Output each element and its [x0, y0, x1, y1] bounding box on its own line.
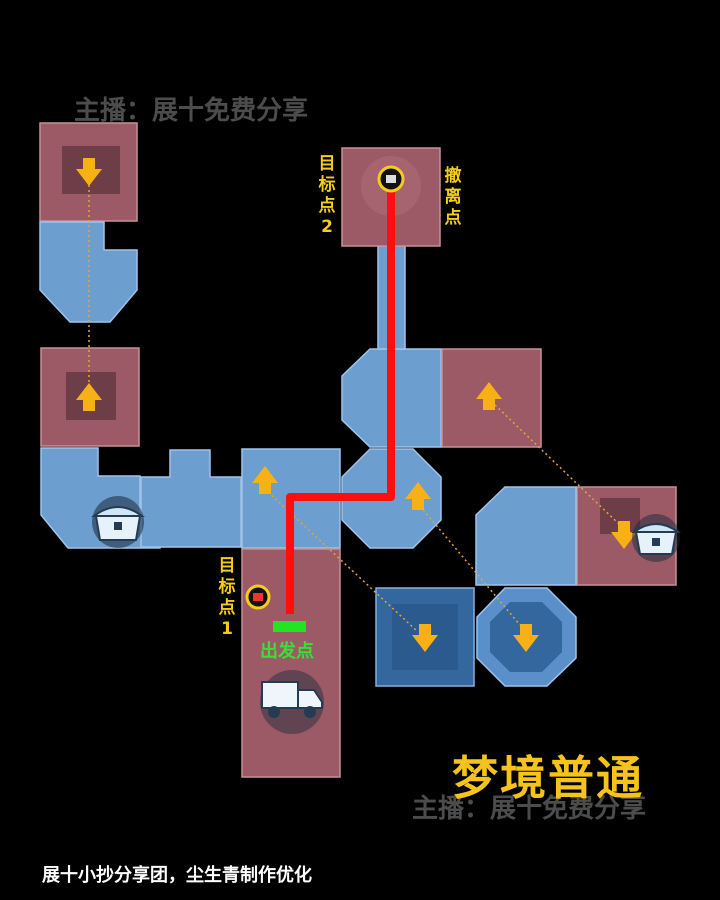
rooms — [39, 122, 677, 778]
guide-lines — [88, 180, 621, 633]
room-connector — [140, 449, 242, 548]
label-start: 出发点 — [260, 641, 314, 662]
treasure-chest-icon — [630, 514, 682, 562]
watermark-bottom: 主播：展十免费分享 — [412, 794, 647, 824]
label-target-2: 目标点2 — [318, 154, 336, 237]
treasure-chest-icon — [90, 496, 146, 548]
mode-title: 梦境普通 — [452, 751, 644, 805]
room-right-blue — [475, 486, 577, 586]
label-target-1: 目标点1 — [218, 556, 236, 639]
target-marker-icon — [377, 165, 405, 193]
credits-text: 展十小抄分享团，尘生青制作优化 — [42, 865, 312, 886]
target-marker-icon — [245, 584, 271, 610]
watermark-top: 主播：展十免费分享 — [74, 96, 309, 126]
route-path — [286, 190, 395, 614]
delivery-truck-icon — [260, 670, 324, 734]
label-evac: 撤离点 — [444, 166, 462, 228]
start-marker-icon — [273, 621, 306, 632]
